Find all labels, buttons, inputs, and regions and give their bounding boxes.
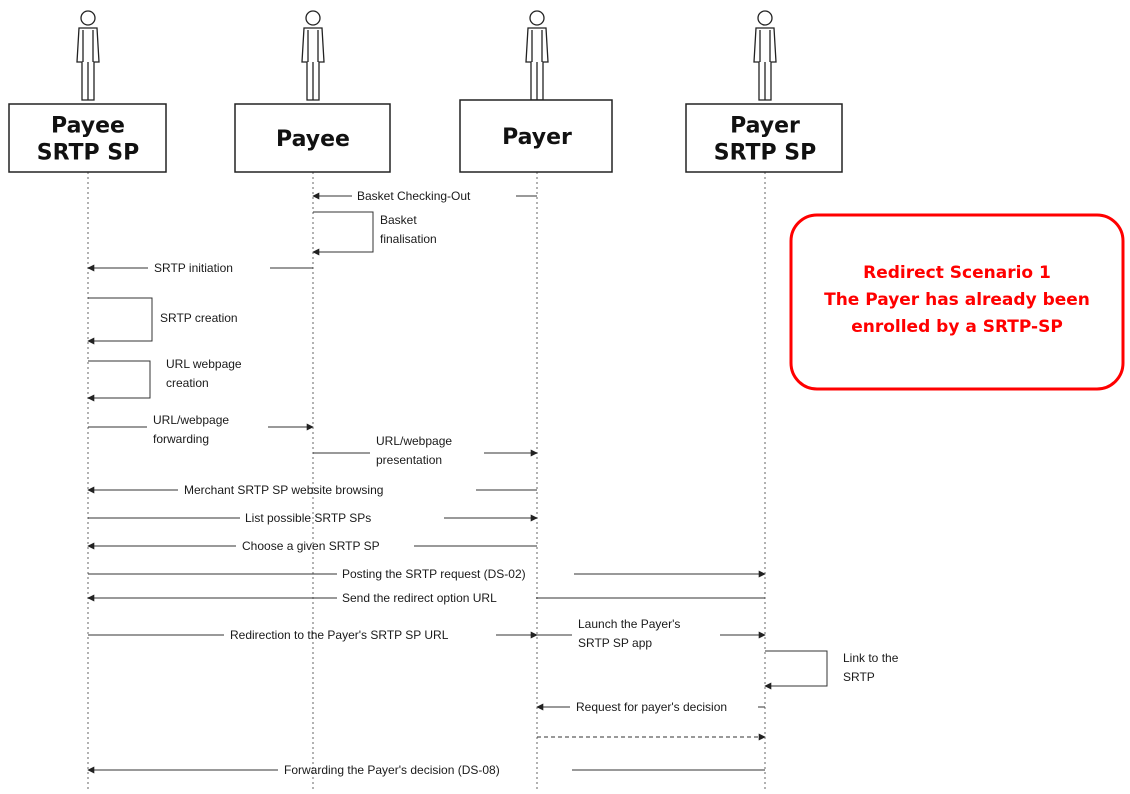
scenario-note-text: enrolled by a SRTP-SP xyxy=(851,317,1063,337)
message-label: URL/webpage xyxy=(376,434,452,448)
message-label: Basket xyxy=(380,213,417,227)
participant-box-payer_sp xyxy=(685,103,843,173)
message-request-payer-decision: Request for payer's decision xyxy=(536,700,765,714)
participant-label: SRTP SP xyxy=(714,141,817,166)
message-basket-checking-out: Basket Checking-Out xyxy=(312,189,537,203)
message-redirection-to-payer-sp-url: Redirection to the Payer's SRTP SP URL xyxy=(88,628,538,642)
message-label: presentation xyxy=(376,453,442,467)
message-label: SRTP initiation xyxy=(154,261,233,275)
message-list-possible-srtp-sps: List possible SRTP SPs xyxy=(88,511,538,525)
message-label: Link to the xyxy=(843,651,899,665)
message-label: finalisation xyxy=(380,232,437,246)
message-send-redirect-option-url: Send the redirect option URL xyxy=(87,591,765,605)
message-label: Basket Checking-Out xyxy=(357,189,471,203)
participant-box-payer xyxy=(459,99,613,173)
message-forwarding-payer-decision: Forwarding the Payer's decision (DS-08) xyxy=(87,763,765,777)
participant-label: Payer xyxy=(730,114,800,139)
participant-label: Payer xyxy=(502,125,572,150)
message-label: Launch the Payer's xyxy=(578,617,680,631)
self-arrow xyxy=(87,297,153,345)
message-label: Request for payer's decision xyxy=(576,700,727,714)
message-label: forwarding xyxy=(153,432,209,446)
scenario-note-box xyxy=(789,213,1125,391)
message-label: List possible SRTP SPs xyxy=(245,511,371,525)
participant-label: Payee xyxy=(51,114,125,139)
participant-box-payee xyxy=(234,103,391,173)
actor-icon xyxy=(525,10,549,101)
self-arrow xyxy=(312,211,374,256)
message-label: Merchant SRTP SP website browsing xyxy=(184,483,383,497)
scenario-note-text: Redirect Scenario 1 xyxy=(863,263,1051,283)
message-label: Posting the SRTP request (DS-02) xyxy=(342,567,526,581)
message-posting-srtp-request: Posting the SRTP request (DS-02) xyxy=(88,567,766,581)
scenario-note-text: The Payer has already been xyxy=(824,290,1090,310)
message-label: URL/webpage xyxy=(153,413,229,427)
message-label: SRTP SP app xyxy=(578,636,652,650)
message-url-webpage-creation: URL webpage creation xyxy=(87,357,242,402)
participant-label: SRTP SP xyxy=(37,141,140,166)
message-merchant-website-browsing: Merchant SRTP SP website browsing xyxy=(87,483,537,497)
message-label: Send the redirect option URL xyxy=(342,591,497,605)
self-arrow xyxy=(764,650,828,690)
message-label: Forwarding the Payer's decision (DS-08) xyxy=(284,763,500,777)
participant-box-payee_sp xyxy=(8,103,167,173)
message-srtp-initiation: SRTP initiation xyxy=(87,261,313,275)
message-label: Choose a given SRTP SP xyxy=(242,539,380,553)
participant-label: Payee xyxy=(276,127,350,152)
actor-icon xyxy=(753,10,777,101)
message-label: SRTP xyxy=(843,670,875,684)
message-basket-finalisation: Basket finalisation xyxy=(312,211,437,256)
message-url-webpage-forwarding: URL/webpage forwarding xyxy=(88,413,314,446)
message-srtp-creation: SRTP creation xyxy=(87,297,238,345)
message-label: SRTP creation xyxy=(160,311,238,325)
actor-icon xyxy=(76,10,100,101)
message-label: URL webpage xyxy=(166,357,242,371)
message-choose-given-srtp-sp: Choose a given SRTP SP xyxy=(87,539,537,553)
message-url-webpage-presentation: URL/webpage presentation xyxy=(313,434,538,467)
self-arrow xyxy=(87,360,151,402)
message-label: creation xyxy=(166,376,209,390)
actor-icon xyxy=(301,10,325,101)
message-label: Redirection to the Payer's SRTP SP URL xyxy=(230,628,449,642)
